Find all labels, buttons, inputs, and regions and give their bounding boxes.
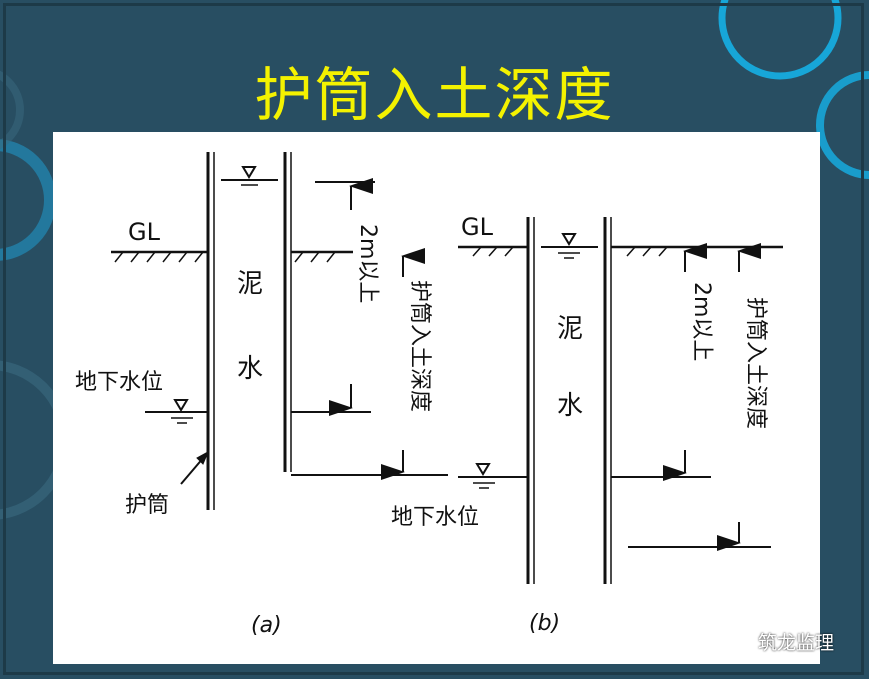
caption-a: (a) (251, 613, 282, 638)
embed-label-a: 护筒入土深度 (407, 280, 432, 412)
ring-left-c (0, 70, 24, 150)
water-table-label-a: 地下水位 (75, 370, 163, 395)
soil-hatch-a-left (114, 251, 204, 263)
ring-left-a (0, 139, 56, 261)
slide-title: 护筒入土深度 (254, 61, 615, 129)
diagram-panel: GL 泥 水 2m以上 护筒入土深度 地下 (53, 132, 820, 664)
watermark: 筑龙监理 (728, 628, 834, 655)
embed-label-b: 护筒入土深度 (743, 297, 768, 429)
mud-char2-b: 水 (557, 391, 583, 421)
ground-label-a: GL (128, 218, 161, 246)
mud-char2-a: 水 (237, 354, 263, 384)
watermark-text: 筑龙监理 (758, 632, 835, 654)
ground-label-b: GL (461, 213, 494, 241)
water-table-symbol-b (458, 463, 528, 489)
mud-char1-b: 泥 (557, 314, 583, 344)
slide-border (3, 3, 864, 675)
mud-level-symbol-b (541, 233, 598, 259)
mud-level-symbol-a (221, 166, 278, 186)
casing-leader-arrow-a (196, 450, 210, 465)
diagram-a: GL 泥 水 2m以上 护筒入土深度 地下 (75, 152, 448, 638)
casing-label-a: 护筒 (125, 493, 169, 518)
ring-right (816, 71, 869, 179)
caption-b: (b) (529, 611, 560, 636)
ring-top-right (718, 0, 842, 80)
soil-hatch-a-right (294, 251, 336, 263)
depth-label-b: 2m以上 (689, 282, 714, 361)
water-table-label-b: 地下水位 (391, 505, 479, 530)
diagram-b: GL 泥 水 2m以上 (391, 213, 783, 636)
wechat-icon (728, 633, 752, 650)
mud-char1-a: 泥 (237, 269, 263, 299)
water-table-symbol-a (145, 399, 208, 424)
soil-hatch-b-right (626, 246, 668, 257)
depth-label-a: 2m以上 (355, 224, 380, 303)
soil-hatch-b-left (472, 246, 514, 257)
